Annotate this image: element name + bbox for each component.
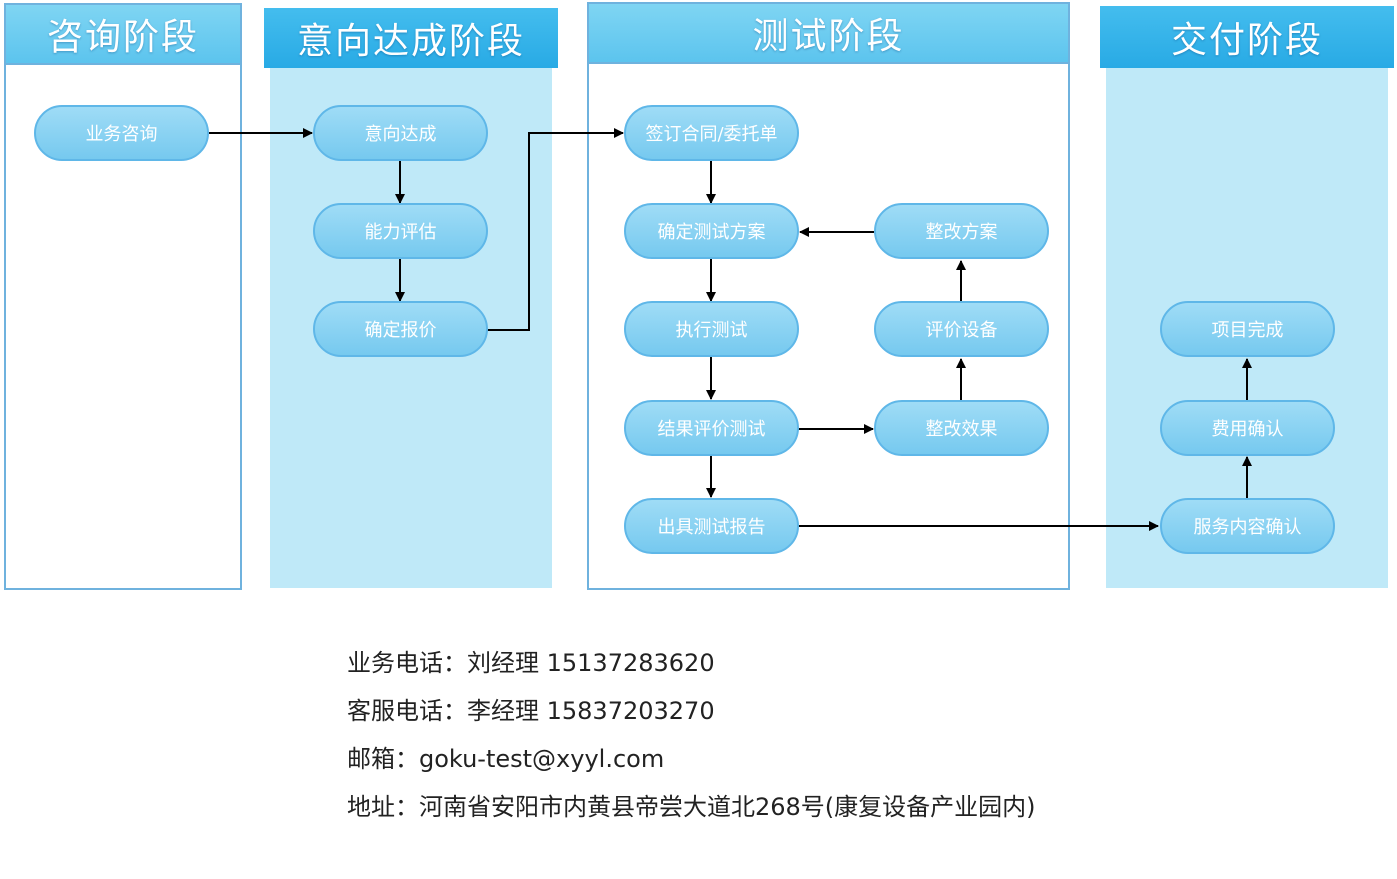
contact-label: 客服电话： bbox=[347, 697, 467, 725]
node-fix-effect: 整改效果 bbox=[874, 400, 1049, 456]
node-fee-confirm: 费用确认 bbox=[1160, 400, 1335, 456]
stage-title: 咨询阶段 bbox=[6, 5, 240, 65]
contact-phone-service: 客服电话：李经理 15837203270 bbox=[347, 691, 715, 726]
stage-consulting: 咨询阶段 bbox=[4, 3, 242, 590]
contact-value[interactable]: goku-test@xyyl.com bbox=[419, 745, 665, 773]
contact-value: 刘经理 15137283620 bbox=[467, 649, 715, 677]
contact-address: 地址：河南省安阳市内黄县帝尝大道北268号(康复设备产业园内) bbox=[347, 787, 1036, 822]
node-eval-result: 结果评价测试 bbox=[624, 400, 799, 456]
node-intent: 意向达成 bbox=[313, 105, 488, 161]
node-service-confirm: 服务内容确认 bbox=[1160, 498, 1335, 554]
node-fix-plan: 整改方案 bbox=[874, 203, 1049, 259]
stage-testing: 测试阶段 bbox=[587, 2, 1070, 590]
contact-email: 邮箱：goku-test@xyyl.com bbox=[347, 739, 664, 774]
contact-phone-sales: 业务电话：刘经理 15137283620 bbox=[347, 643, 715, 678]
node-quote: 确定报价 bbox=[313, 301, 488, 357]
contact-value: 李经理 15837203270 bbox=[467, 697, 715, 725]
node-consult: 业务咨询 bbox=[34, 105, 209, 161]
node-project-done: 项目完成 bbox=[1160, 301, 1335, 357]
stage-title: 测试阶段 bbox=[589, 4, 1068, 64]
node-report: 出具测试报告 bbox=[624, 498, 799, 554]
contact-label: 地址： bbox=[347, 793, 419, 821]
stage-intent: 意向达成阶段 bbox=[264, 8, 558, 588]
node-eval-equipment: 评价设备 bbox=[874, 301, 1049, 357]
contact-value: 河南省安阳市内黄县帝尝大道北268号(康复设备产业园内) bbox=[419, 793, 1036, 821]
node-test-plan: 确定测试方案 bbox=[624, 203, 799, 259]
stage-title: 交付阶段 bbox=[1100, 6, 1394, 68]
node-run-test: 执行测试 bbox=[624, 301, 799, 357]
stage-title: 意向达成阶段 bbox=[264, 8, 558, 68]
contact-label: 业务电话： bbox=[347, 649, 467, 677]
contact-label: 邮箱： bbox=[347, 745, 419, 773]
node-contract: 签订合同/委托单 bbox=[624, 105, 799, 161]
node-capability: 能力评估 bbox=[313, 203, 488, 259]
